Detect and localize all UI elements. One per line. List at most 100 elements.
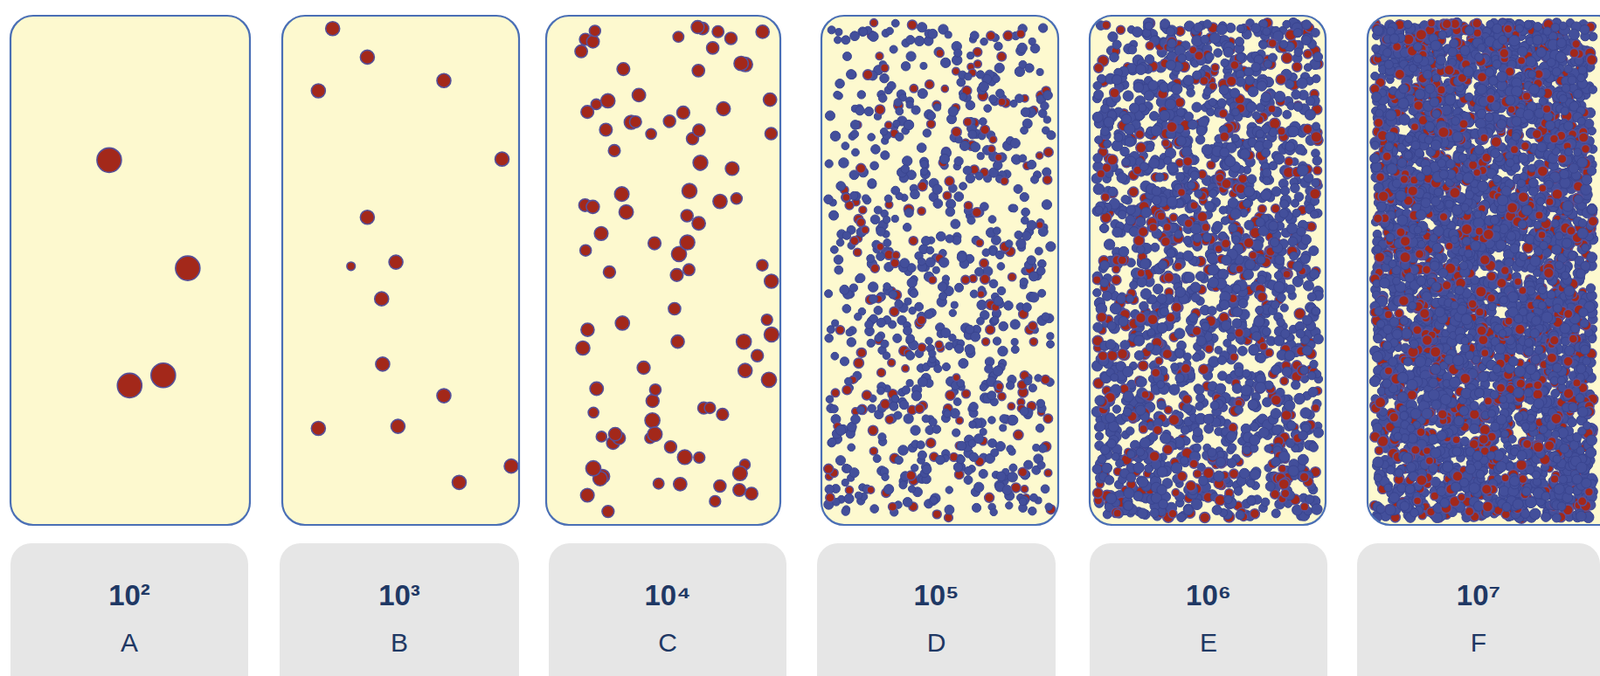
cell-dot bbox=[875, 52, 884, 61]
cell-dot bbox=[969, 274, 977, 283]
cell-dot bbox=[921, 464, 932, 475]
cell-dot bbox=[953, 463, 963, 473]
cell-dot bbox=[1026, 256, 1036, 265]
cell-dot bbox=[867, 404, 876, 413]
cell-dot bbox=[893, 411, 902, 420]
cell-dot bbox=[932, 425, 941, 434]
cell-dot bbox=[857, 90, 866, 99]
cell-dot bbox=[1303, 49, 1313, 59]
cell-dot bbox=[967, 216, 976, 225]
cell-dot bbox=[916, 315, 927, 326]
cell-dot bbox=[985, 325, 996, 335]
cell-dot bbox=[938, 257, 949, 268]
cell-dot bbox=[944, 176, 955, 187]
cell-dot bbox=[755, 25, 769, 39]
cell-dot bbox=[615, 316, 630, 331]
cell-dot bbox=[906, 101, 914, 109]
cell-dot bbox=[991, 235, 1002, 246]
cell-dot bbox=[853, 358, 864, 368]
cell-dot bbox=[693, 451, 706, 464]
cell-dot bbox=[976, 300, 987, 311]
cell-dot bbox=[878, 94, 887, 104]
cell-dot bbox=[963, 476, 973, 485]
cell-dot bbox=[997, 346, 1008, 356]
cell-dot bbox=[866, 339, 875, 347]
cell-dot bbox=[916, 143, 927, 153]
cell-dot bbox=[1282, 270, 1291, 278]
cell-dot bbox=[504, 459, 519, 474]
cell-dot bbox=[436, 73, 451, 88]
cell-dot bbox=[969, 421, 977, 429]
cell-dot bbox=[988, 416, 997, 425]
cell-dot bbox=[841, 507, 850, 516]
cell-dot bbox=[585, 461, 601, 477]
cell-dot bbox=[890, 258, 900, 268]
cell-dot bbox=[631, 88, 645, 102]
cell-dot bbox=[990, 508, 998, 516]
cell-dot bbox=[824, 110, 835, 121]
cell-dot bbox=[880, 63, 889, 72]
cell-dot bbox=[1016, 29, 1026, 39]
cell-dot bbox=[976, 70, 984, 79]
cell-dot bbox=[835, 325, 845, 335]
cell-dot bbox=[921, 415, 930, 423]
cell-dot bbox=[935, 231, 946, 242]
cell-dot bbox=[891, 214, 899, 222]
cell-dot bbox=[1036, 399, 1045, 408]
cell-dot bbox=[989, 135, 998, 144]
cell-dot bbox=[575, 341, 590, 356]
cell-dot bbox=[995, 153, 1004, 162]
cell-dot bbox=[906, 380, 914, 388]
cell-dot bbox=[986, 31, 996, 41]
cell-dot bbox=[997, 97, 1006, 106]
cell-dot bbox=[922, 129, 931, 138]
cell-dot bbox=[893, 120, 901, 128]
cell-dot bbox=[963, 466, 972, 475]
cell-dot bbox=[997, 286, 1005, 295]
cell-dot bbox=[1010, 138, 1020, 149]
cell-dot bbox=[645, 128, 657, 139]
cell-dot bbox=[151, 363, 176, 388]
cell-dot bbox=[763, 92, 777, 106]
cell-dot bbox=[1006, 445, 1014, 453]
cell-dot bbox=[959, 182, 968, 191]
cell-dot bbox=[916, 441, 925, 450]
cell-dot bbox=[580, 244, 592, 257]
cell-dot bbox=[451, 475, 466, 490]
cell-dot bbox=[1017, 42, 1027, 53]
cell-dot bbox=[1287, 421, 1296, 430]
cell-dot bbox=[956, 252, 967, 263]
cell-dot bbox=[1126, 427, 1135, 436]
cell-dot bbox=[608, 428, 622, 442]
cell-dot bbox=[942, 191, 951, 200]
cell-dot bbox=[725, 32, 738, 45]
cell-dot bbox=[1005, 240, 1013, 248]
cell-dot bbox=[883, 283, 891, 291]
cell-dot bbox=[856, 273, 866, 283]
cell-dot bbox=[941, 362, 950, 371]
cell-dot bbox=[1218, 371, 1228, 381]
cell-dot bbox=[926, 246, 935, 255]
cell-dot bbox=[831, 352, 839, 361]
cell-dot bbox=[1280, 186, 1289, 195]
cell-dot bbox=[906, 470, 916, 481]
cell-dot bbox=[944, 505, 955, 515]
cell-dot bbox=[824, 159, 833, 168]
cell-dot bbox=[1019, 192, 1029, 201]
cell-dot bbox=[1010, 99, 1018, 107]
cell-dot bbox=[835, 456, 846, 466]
cell-dot bbox=[1026, 220, 1037, 230]
cell-dot bbox=[1207, 306, 1217, 316]
cell-dot bbox=[984, 492, 995, 503]
cell-dot bbox=[988, 215, 997, 224]
cell-dot bbox=[945, 390, 956, 401]
cell-dot bbox=[939, 292, 948, 301]
cell-dot bbox=[1010, 319, 1020, 330]
cell-dot bbox=[902, 222, 911, 231]
cell-dot bbox=[870, 505, 880, 514]
cell-dot bbox=[882, 352, 891, 361]
cell-dot bbox=[980, 124, 991, 135]
cell-dot bbox=[390, 419, 405, 434]
cell-dot bbox=[889, 401, 899, 411]
cell-dot bbox=[1032, 444, 1040, 452]
